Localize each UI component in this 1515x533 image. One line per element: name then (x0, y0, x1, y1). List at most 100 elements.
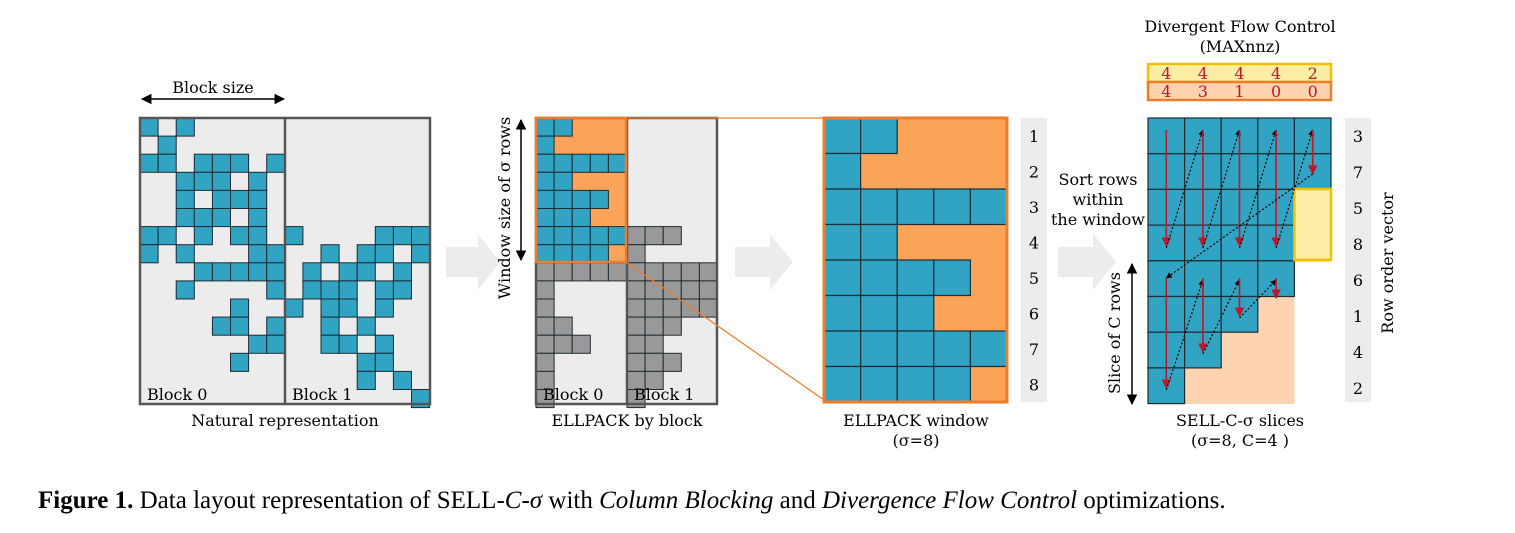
row-order-value: 2 (1353, 379, 1363, 398)
ellpack-block0-cell (571, 208, 591, 228)
ellpack-block0-cell (553, 208, 573, 228)
ellpack-block1-cell (626, 352, 646, 372)
ellpack-block1-cell (626, 334, 646, 354)
natural-nnz-cell (374, 244, 394, 264)
ellpack-block0-cell (535, 117, 555, 137)
ellpack-block1-cell (680, 280, 700, 300)
row-index: 2 (1029, 163, 1039, 182)
row-index: 3 (1029, 198, 1039, 217)
ellpack-block0-cell (553, 153, 573, 173)
row-index: 6 (1029, 305, 1039, 324)
caption-text-4: and (773, 487, 822, 514)
sell-caption-2: (σ=8, C=4 ) (1191, 431, 1289, 450)
ellpack-window-cell (859, 188, 898, 226)
dfc-title-2: (MAXnnz) (1200, 37, 1281, 56)
natural-nnz-cell (193, 153, 213, 173)
natural-nnz-cell (411, 226, 431, 246)
ellpack-block-cells (535, 117, 719, 409)
row-order-value: 8 (1353, 235, 1363, 254)
natural-nnz-cell (248, 262, 268, 282)
maxnnz-bottom-value: 0 (1308, 82, 1318, 101)
natural-nnz-cell (320, 298, 340, 318)
ellpack-block0-cell (535, 189, 555, 209)
ellpack-block0-cell (553, 117, 573, 137)
natural-nnz-cell (302, 280, 322, 300)
ellpack-block0-cell (589, 189, 609, 209)
transition-arrow-1 (446, 234, 500, 290)
natural-nnz-cell (211, 262, 231, 282)
caption-divergence-flow-control: Divergence Flow Control (821, 487, 1078, 514)
slice2-jump-arrow (1239, 279, 1277, 319)
ellpack-block0-cell (571, 153, 591, 173)
ellpack-block0-cell (535, 316, 555, 336)
ellpack-window-cell (823, 188, 862, 226)
ellpack-window-cell (896, 330, 935, 368)
natural-nnz-cell (175, 189, 195, 209)
block-size-label: Block size (172, 78, 253, 97)
slice2-jump-arrow (1202, 279, 1241, 355)
natural-nnz-cell (193, 171, 213, 191)
window-highlight-box (534, 116, 628, 264)
ellpack-block1-cell (626, 298, 646, 318)
natural-nnz-cell (356, 244, 376, 264)
ellpack-block0-cell (589, 244, 609, 264)
ellpack-window-cell (823, 259, 862, 297)
ellpack-block1-cell (644, 370, 664, 390)
ellpack-block0-cell (589, 226, 609, 246)
ellpack-block0-cell (535, 153, 555, 173)
ellpack-block0-cell (553, 171, 573, 191)
natural-nnz-cell (248, 226, 268, 246)
ellpack-block0-cell (535, 244, 555, 264)
ellpack-block1-cell (626, 316, 646, 336)
caption-column-blocking: Column Blocking (599, 487, 774, 514)
ellpack-block0-cell (589, 153, 609, 173)
ellpack-window-caption-1: ELLPACK window (843, 411, 989, 430)
natural-nnz-cell (374, 334, 394, 354)
row-order-value: 5 (1353, 199, 1363, 218)
row-order-value: 3 (1353, 127, 1363, 146)
ellpack-block1-cell (626, 226, 646, 246)
row-order-label: Row order vector (1378, 192, 1397, 334)
ellpack-block0-cell (553, 316, 573, 336)
caption-dash: - (521, 487, 530, 514)
natural-nnz-cell (320, 280, 340, 300)
ellpack-block0-cell (553, 334, 573, 354)
natural-nnz-cell (139, 153, 159, 173)
natural-nnz-cell (266, 153, 286, 173)
ellpack-block0-cell (535, 208, 555, 228)
natural-nnz-cell (248, 208, 268, 228)
ellpack-block0-cell (553, 189, 573, 209)
ellpack-window-cell (823, 294, 862, 332)
ellpack-block0-cell (535, 280, 555, 300)
ellpack-block1-cell (644, 316, 664, 336)
ellpack-window-cell (859, 223, 898, 261)
natural-nnz-cell (320, 316, 340, 336)
natural-nnz-cell (230, 189, 250, 209)
caption-prefix: Figure 1. (38, 487, 134, 514)
natural-nnz-cell (230, 316, 250, 336)
natural-nnz-cell (211, 208, 231, 228)
ellpack-window-cell (859, 117, 898, 155)
natural-nonzero-cells (139, 117, 431, 409)
ellpack-block1-cell (644, 352, 664, 372)
ellpack-window-cell (896, 294, 935, 332)
caption-text-3: with (542, 487, 600, 514)
maxnnz-top-value: 4 (1271, 64, 1281, 83)
natural-representation-panel: Block size Block 0 Block 1 Natural repre… (138, 78, 432, 430)
ellpack-block0-cell (535, 298, 555, 318)
ellpack-block1-cell (662, 316, 682, 336)
natural-nnz-cell (139, 226, 159, 246)
natural-nnz-cell (248, 171, 268, 191)
natural-nnz-cell (211, 153, 231, 173)
ellpack-window-cell (859, 365, 898, 403)
ellpack-block0-cell (571, 262, 591, 282)
ellpack-block0-cell (607, 262, 628, 282)
ellpack-block1-cell (644, 334, 664, 354)
natural-nnz-cell (284, 298, 304, 318)
ellpack-block1-cell (626, 280, 646, 300)
dfc-title-1: Divergent Flow Control (1144, 17, 1335, 36)
natural-block1-label: Block 1 (292, 385, 352, 404)
ellpack-block1-cell (644, 298, 664, 318)
natural-nnz-cell (230, 226, 250, 246)
